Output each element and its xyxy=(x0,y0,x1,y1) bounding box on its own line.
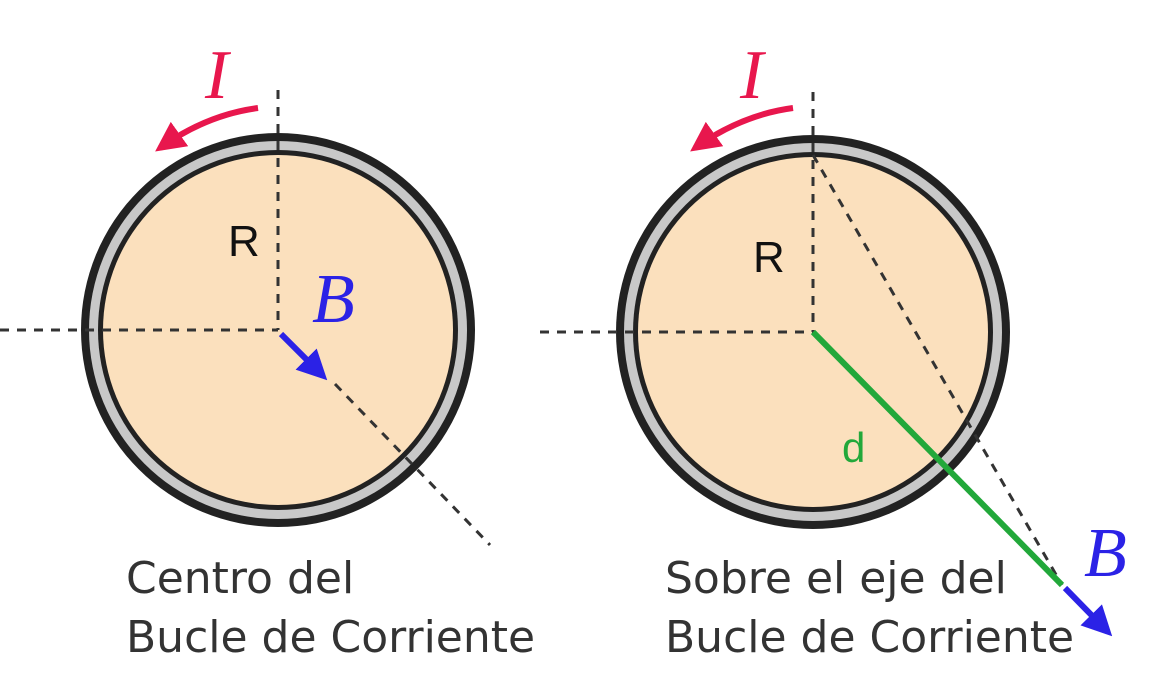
right-field-label: B xyxy=(1084,515,1127,592)
right-current-arrow xyxy=(690,105,794,152)
left-field-label: B xyxy=(312,261,355,338)
right-field-arrow xyxy=(1062,585,1113,637)
left-field-arrow xyxy=(278,331,328,381)
right-caption-line2: Bucle de Corriente xyxy=(665,612,1074,663)
right-distance-line xyxy=(810,329,1065,588)
left-current-label: I xyxy=(204,37,232,114)
right-caption-line1: Sobre el eje del xyxy=(665,553,1007,604)
left-caption-line2: Bucle de Corriente xyxy=(126,612,535,663)
right-distance-label: d xyxy=(842,424,865,471)
right-panel: d I R B Sobre el eje del Bucle de Corrie… xyxy=(540,37,1127,663)
left-radius-label: R xyxy=(228,217,260,266)
left-panel: I R B Centro del Bucle de Corriente xyxy=(0,37,535,663)
left-caption-line1: Centro del xyxy=(126,553,354,604)
right-radius-label: R xyxy=(753,233,785,282)
left-guide-lines xyxy=(0,90,492,547)
right-current-label: I xyxy=(739,37,767,114)
left-current-arrow xyxy=(155,105,259,152)
right-guide-lines xyxy=(540,92,1064,586)
